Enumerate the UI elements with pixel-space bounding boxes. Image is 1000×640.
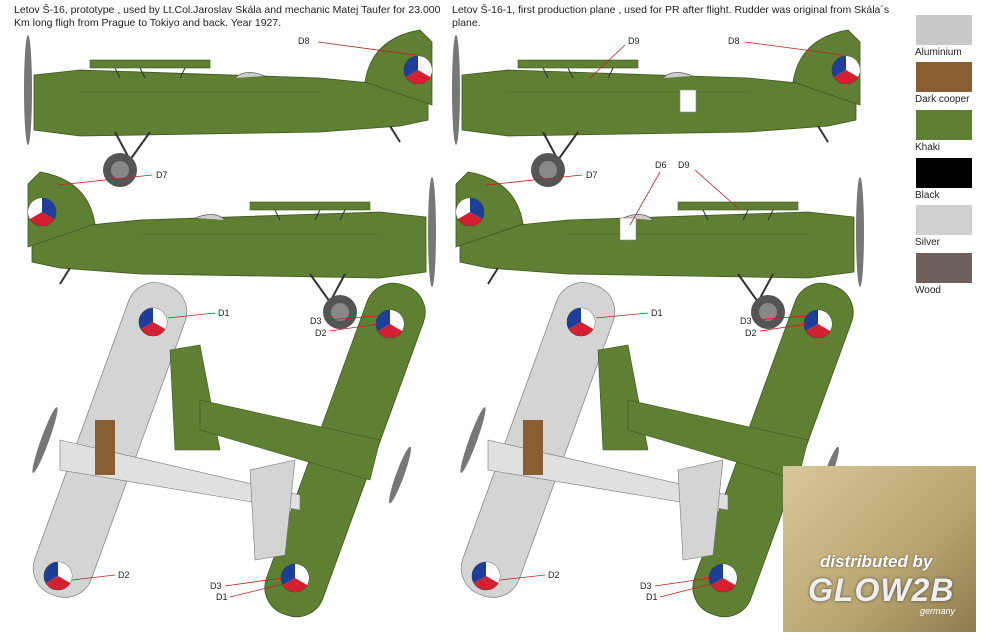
label-d8: D8: [728, 36, 740, 46]
label-d2: D2: [745, 328, 757, 338]
label-d1: D1: [646, 592, 658, 602]
swatch-black: [916, 158, 972, 188]
swatch-label: Black: [915, 190, 940, 201]
swatch-khaki: [916, 110, 972, 140]
prototype-top-view: [25, 275, 433, 625]
label-d2: D2: [315, 328, 327, 338]
label-d1: D1: [651, 308, 663, 318]
swatch-label: Khaki: [915, 142, 941, 153]
label-d2: D2: [118, 570, 130, 580]
swatch-label: Wood: [915, 285, 941, 296]
prototype-side-view-right: [24, 30, 432, 187]
swatch-dark-cooper: [916, 62, 972, 92]
swatch-label: Dark cooper: [915, 94, 970, 105]
label-d1: D1: [216, 592, 228, 602]
crew-photo: [783, 466, 976, 632]
caption-prototype: Letov Š-16, prototype , used by Lt.Col.J…: [14, 4, 441, 29]
label-d3: D3: [640, 581, 652, 591]
label-d2: D2: [548, 570, 560, 580]
label-d8: D8: [298, 36, 310, 46]
swatch-label: Aluminium: [915, 47, 962, 58]
label-d9: D9: [678, 160, 690, 170]
swatch-wood: [916, 253, 972, 283]
label-d6: D6: [655, 160, 667, 170]
watermark-logo: GLOW2B: [808, 572, 955, 608]
label-d7: D7: [586, 170, 598, 180]
label-d3: D3: [310, 316, 322, 326]
label-d7: D7: [156, 170, 168, 180]
swatch-silver: [916, 205, 972, 235]
label-d9: D9: [628, 36, 640, 46]
swatch-aluminium: [916, 15, 972, 45]
watermark-line3: germany: [920, 606, 956, 616]
caption-production: Letov Š-16-1, first production plane , u…: [452, 4, 890, 29]
watermark-line1: distributed by: [820, 552, 933, 571]
label-d3: D3: [740, 316, 752, 326]
label-d1: D1: [218, 308, 230, 318]
label-d3: D3: [210, 581, 222, 591]
swatch-label: Silver: [915, 237, 941, 248]
